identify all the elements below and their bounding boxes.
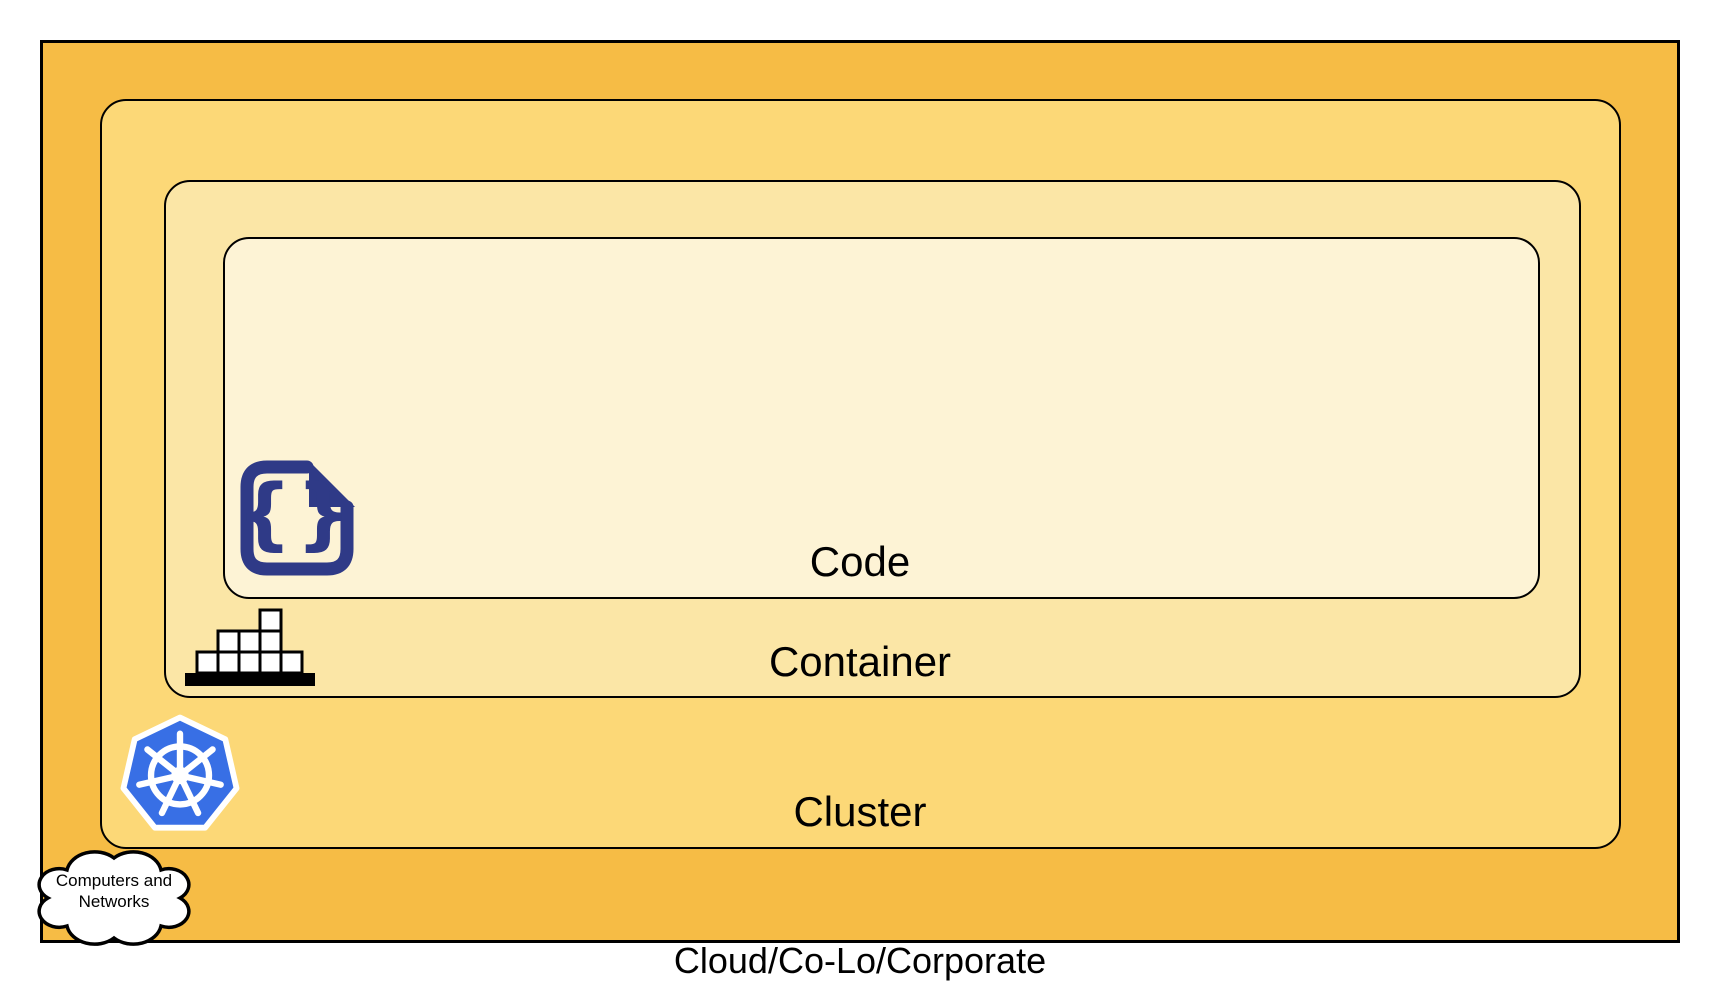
layer-label-code: Code (809, 538, 911, 585)
container-blocks-icon-svg (185, 608, 315, 686)
kubernetes-helm-icon (120, 714, 240, 838)
container-blocks-icon (185, 608, 315, 686)
cloud-icon-svg (37, 850, 191, 946)
layer-label-datacenter: Cloud/Co-Lo/Corporate Datacenter (40, 866, 1680, 992)
code-file-braces-icon: {} (236, 457, 357, 579)
cloud-callout-line1: Computers and (55, 871, 173, 890)
svg-text:{}: {} (236, 469, 355, 559)
layer-label-container: Container (768, 638, 952, 685)
datacenter-label-line1: Cloud/Co-Lo/Corporate (673, 940, 1047, 981)
kubernetes-helm-icon-svg (120, 714, 240, 831)
cloud-icon (37, 848, 191, 946)
cloud-callout-line2: Networks (78, 892, 150, 911)
code-file-braces-icon-svg: {} (236, 460, 355, 576)
layer-label-cluster: Cluster (793, 788, 927, 835)
cloud-callout-text: Computers and Networks (48, 870, 180, 912)
layer-box-code (223, 237, 1540, 599)
